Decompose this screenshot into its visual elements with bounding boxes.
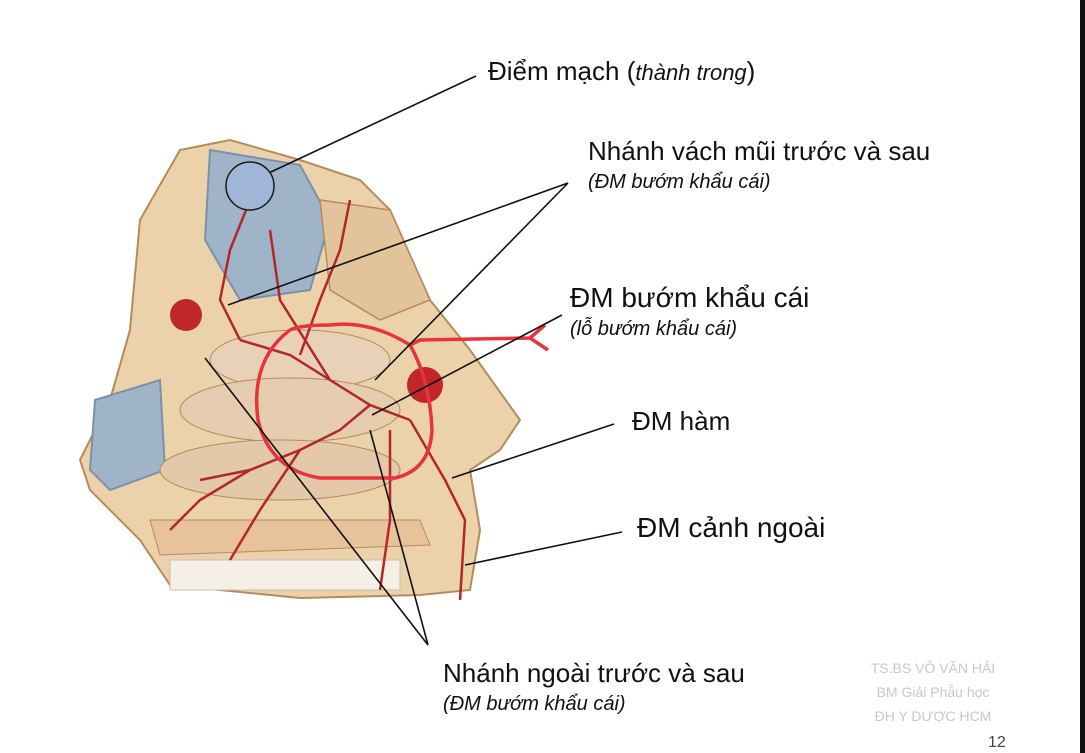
label-nhanh-ngoai: Nhánh ngoài trước và sau (ĐM bướm khẩu c… bbox=[443, 658, 745, 716]
red-spot-left bbox=[170, 299, 202, 331]
watermark-line-2: BM Giải Phẫu học bbox=[876, 684, 990, 700]
red-annotation-loop bbox=[254, 322, 549, 480]
maxillary-sinus bbox=[88, 378, 167, 492]
label-diem-mach-text: Điểm mạch ( bbox=[488, 56, 636, 86]
label-diem-mach-italic: thành trong bbox=[635, 60, 747, 85]
label-dm-buom: ĐM bướm khẩu cái (lỗ bướm khẩu cái) bbox=[570, 282, 809, 341]
label-dm-ham: ĐM hàm bbox=[632, 406, 730, 437]
middle-turbinate bbox=[179, 377, 401, 443]
label-nhanh-vach-sub: (ĐM bướm khẩu cái) bbox=[588, 171, 771, 193]
page-number: 12 bbox=[988, 734, 1006, 751]
label-nhanh-ngoai-main: Nhánh ngoài trước và sau bbox=[443, 658, 745, 688]
label-dm-canh-ngoai: ĐM cảnh ngoài bbox=[637, 512, 825, 544]
label-dm-buom-main: ĐM bướm khẩu cái bbox=[570, 282, 810, 313]
watermark-line-1: TS.BS VÕ VĂN HẢI bbox=[870, 660, 996, 676]
label-nhanh-vach: Nhánh vách mũi trước và sau (ĐM bướm khẩ… bbox=[588, 136, 930, 194]
right-border bbox=[1080, 0, 1085, 753]
author-watermark: TS.BS VÕ VĂN HẢI BM Giải Phẫu học ĐH Y D… bbox=[838, 656, 1028, 728]
label-diem-mach-close: ) bbox=[746, 56, 756, 86]
watermark-line-3: ĐH Y DƯỢC HCM bbox=[874, 708, 992, 724]
label-dm-buom-sub: (lỗ bướm khẩu cái) bbox=[570, 318, 738, 340]
label-nhanh-ngoai-sub: (ĐM bướm khẩu cái) bbox=[443, 693, 626, 715]
inferior-turbinate bbox=[159, 439, 401, 501]
label-nhanh-vach-main: Nhánh vách mũi trước và sau bbox=[588, 136, 931, 166]
pulse-point-circle bbox=[225, 161, 275, 211]
label-dm-canh-ngoai-text: ĐM cảnh ngoài bbox=[637, 512, 826, 543]
sphenoid-region bbox=[319, 199, 432, 321]
teeth bbox=[169, 559, 401, 591]
label-diem-mach: Điểm mạch (thành trong) bbox=[488, 56, 755, 87]
label-dm-ham-text: ĐM hàm bbox=[632, 406, 731, 436]
pointer-lines bbox=[204, 75, 623, 646]
